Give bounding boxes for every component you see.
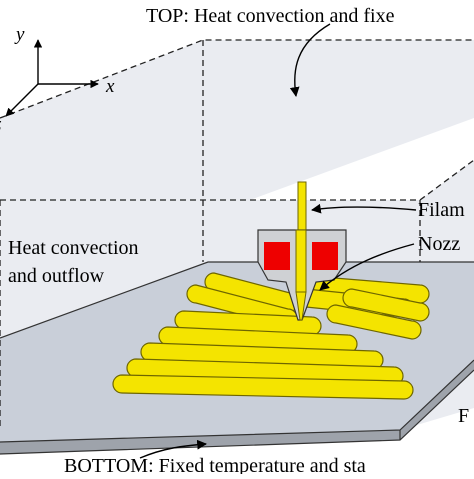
nozzle-arrow: [319, 243, 415, 291]
filament-in-nozzle: [295, 229, 307, 293]
filament-arrow: [311, 203, 417, 214]
bottom-boundary-label: BOTTOM: Fixed temperature and sta: [64, 455, 366, 474]
side-boundary-label-line2: and outflow: [8, 265, 105, 287]
bottom-arrow: [139, 439, 207, 459]
nozzle: [257, 229, 347, 321]
filament-road: [112, 374, 414, 400]
filament-label: Filam: [418, 199, 465, 221]
side-boundary-label-line1: Heat convection: [8, 237, 139, 259]
domain-top-face: [0, 40, 474, 200]
filament-roads: [112, 272, 430, 400]
nozzle-label: Nozz: [418, 233, 460, 255]
top-arrow: [289, 23, 331, 97]
top-boundary-label: TOP: Heat convection and fixe: [146, 5, 395, 27]
right-edge-label: F: [458, 405, 469, 427]
heater-block-left: [264, 242, 290, 270]
axis-z-label: z: [0, 114, 2, 135]
coordinate-axes: [5, 39, 99, 117]
filament-road: [342, 288, 430, 322]
filament-road: [326, 304, 422, 340]
heater-block-right: [312, 242, 338, 270]
build-plate-side-edge: [400, 360, 474, 440]
axis-y-label: y: [14, 24, 25, 45]
axis-x-label: x: [105, 76, 115, 97]
domain-box-edges: [0, 39, 474, 430]
